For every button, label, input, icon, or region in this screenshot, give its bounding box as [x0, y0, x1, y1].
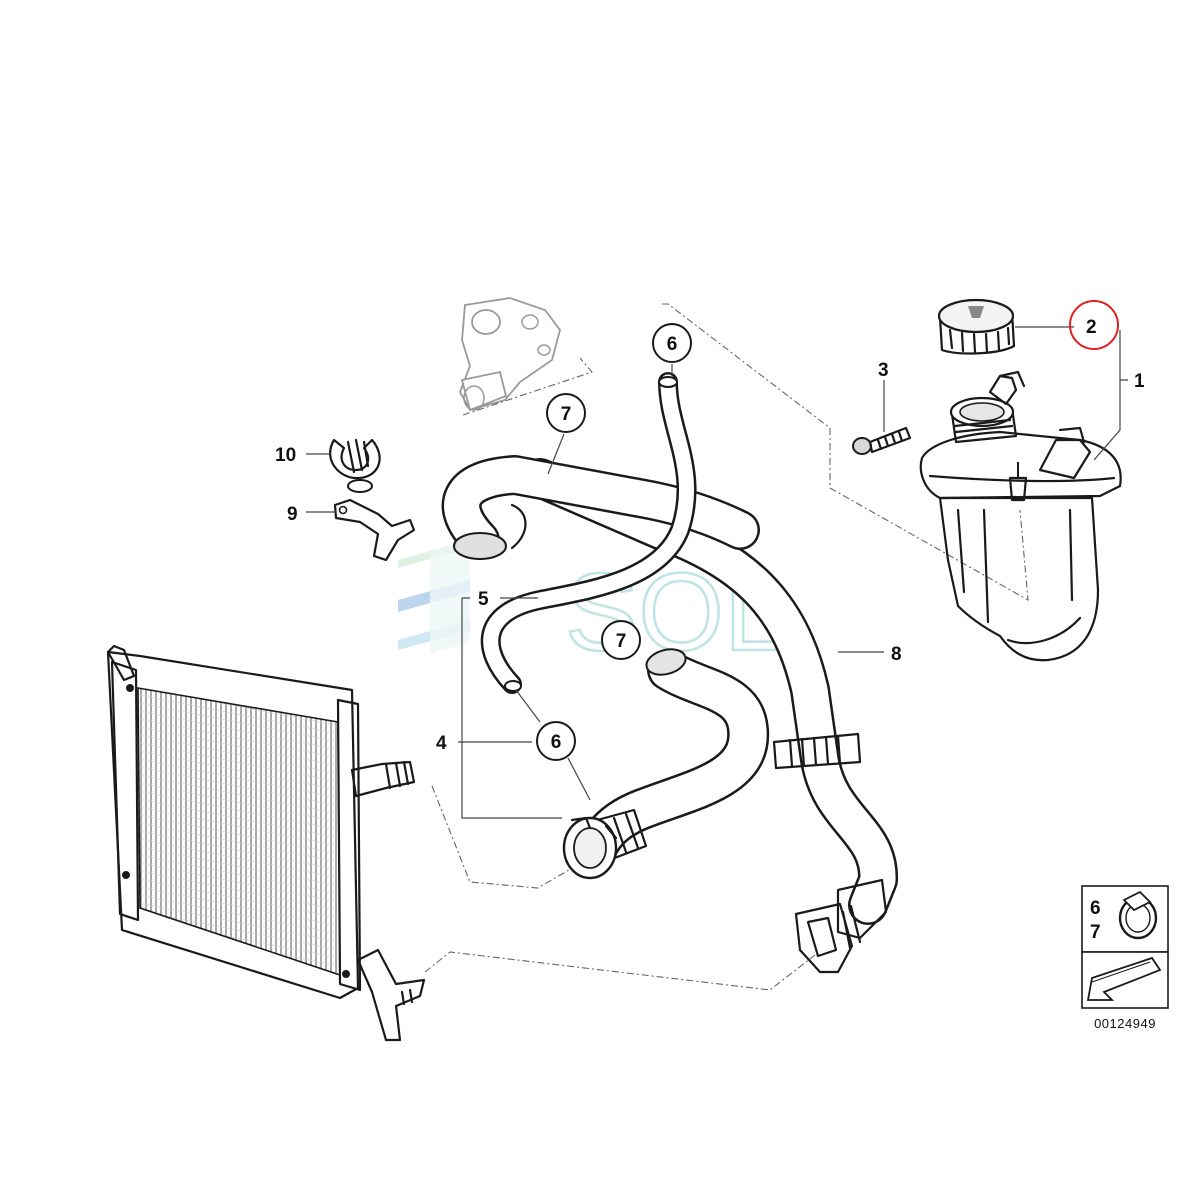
callout-10-label: 10: [275, 445, 296, 466]
callout-5: 5: [478, 589, 489, 610]
leader-lines: [306, 326, 1128, 819]
hose-8: [520, 458, 898, 974]
clip-10: [329, 438, 381, 493]
expansion-tank: [919, 370, 1122, 662]
radiator: [106, 644, 426, 1042]
callout-2: 2: [1069, 300, 1119, 350]
callout-6-upper-label: 6: [667, 334, 678, 355]
legend-number-7: 7: [1090, 922, 1101, 943]
legend-box: 6 7 00124949: [1081, 885, 1169, 1031]
expansion-tank-cap: [937, 298, 1016, 355]
highlight-circle: [1069, 300, 1119, 350]
watermark-logo: [398, 540, 470, 654]
bracket-9: [333, 498, 416, 562]
callout-6-lower-label: 6: [551, 732, 562, 753]
callout-9: 9: [287, 504, 298, 525]
arrow-reference-icon: [1086, 956, 1162, 1001]
callout-3-label: 3: [878, 360, 889, 381]
callout-9-label: 9: [287, 504, 298, 525]
diagram-part-code: 00124949: [1094, 1016, 1156, 1031]
callout-4: 4: [436, 733, 447, 754]
hose-7-lower: [562, 648, 770, 880]
callout-6-upper: 6: [652, 323, 692, 363]
callout-4-label: 4: [436, 733, 447, 754]
legend-number-6: 6: [1090, 898, 1101, 919]
callout-3: 3: [878, 360, 889, 381]
hose-5-small: [480, 372, 697, 694]
callout-7-lower-label: 7: [616, 631, 627, 652]
callout-1: 1: [1134, 371, 1145, 392]
callout-1-label: 1: [1134, 371, 1145, 392]
callout-7-lower: 7: [601, 620, 641, 660]
callout-5-label: 5: [478, 589, 489, 610]
callout-7-upper-label: 7: [561, 404, 572, 425]
callout-7-upper: 7: [546, 393, 586, 433]
thermostat-housing: [459, 297, 561, 412]
assembly-lines: [424, 303, 1029, 991]
callout-8: 8: [891, 644, 902, 665]
callout-8-label: 8: [891, 644, 902, 665]
screw-3: [852, 426, 912, 455]
hose-7-upper: [441, 455, 760, 560]
callout-2-label: 2: [1086, 317, 1097, 338]
callout-6-lower: 6: [536, 721, 576, 761]
callout-10: 10: [275, 445, 296, 466]
hose-clamp-icon: [1118, 890, 1158, 940]
